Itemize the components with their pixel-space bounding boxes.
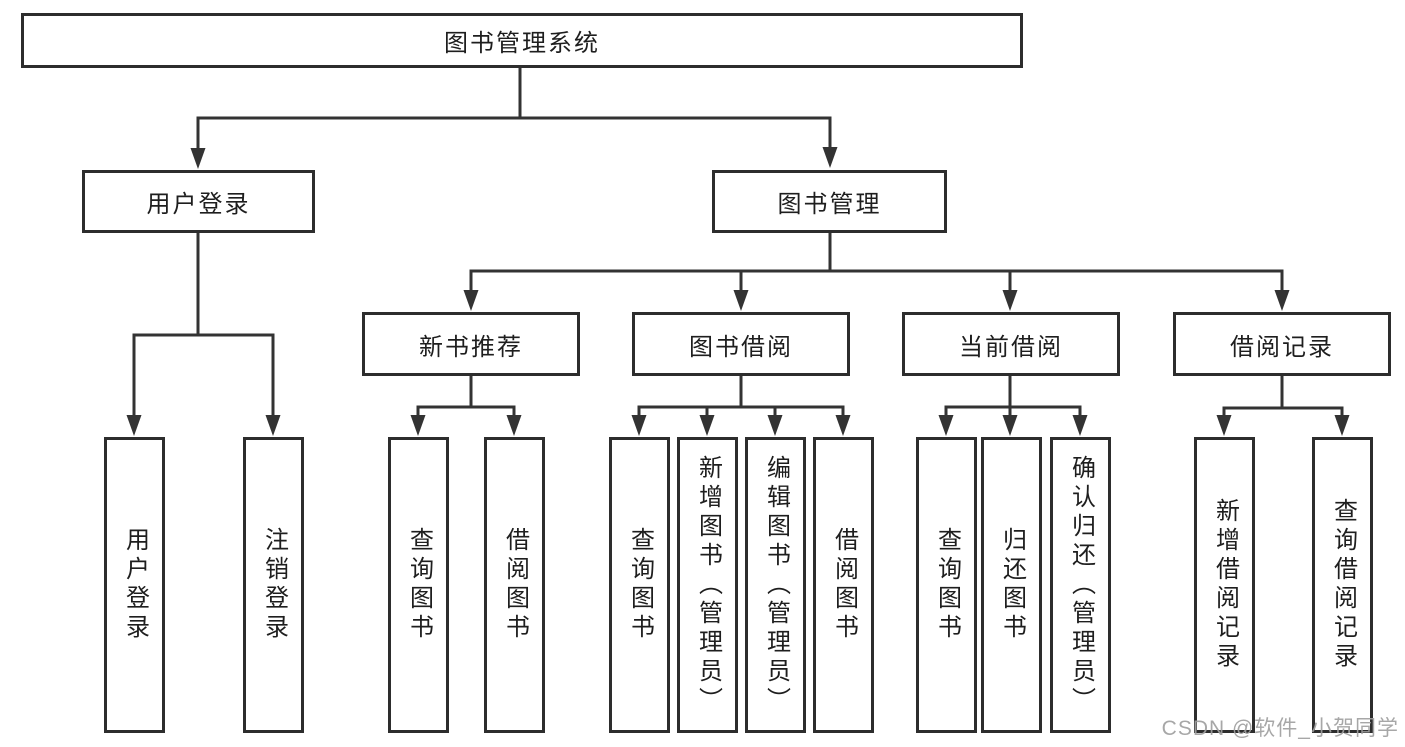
connector-currentborrow-to-leaves: [944, 374, 1082, 422]
connector-bookborrow-to-leaves: [637, 374, 845, 422]
leaf-add-books-admin: 新增图书（管理员）: [677, 437, 738, 733]
node-book-management: 图书管理: [712, 170, 947, 233]
leaf-user-login-label: 用户登录: [121, 527, 149, 643]
connector-bookmgmt-to-level3: [469, 231, 1284, 294]
arrowhead-icon: [1216, 415, 1232, 436]
arrowhead-icon: [1334, 415, 1350, 436]
leaf-query-books-borrowing: 查询图书: [609, 437, 670, 733]
arrowhead-icon: [1072, 415, 1088, 436]
arrowhead-icon: [190, 148, 206, 169]
node-book-borrowing: 图书借阅: [632, 312, 850, 376]
arrowhead-icon: [126, 415, 142, 436]
arrowhead-icon: [822, 147, 838, 168]
leaf-query-borrow-record: 查询借阅记录: [1312, 437, 1373, 733]
arrowhead-icon: [699, 415, 715, 436]
arrowhead-icon: [733, 290, 749, 311]
leaf-query-books-current: 查询图书: [916, 437, 977, 733]
node-current-borrowing: 当前借阅: [902, 312, 1120, 376]
leaf-edit-books-admin: 编辑图书（管理员）: [745, 437, 806, 733]
connector-records-to-leaves: [1222, 374, 1344, 422]
arrowhead-icon: [463, 290, 479, 311]
connector-userlogin-to-leaves: [132, 231, 275, 420]
arrowhead-icon: [938, 415, 954, 436]
leaf-edit-books-admin-label: 编辑图书（管理员）: [762, 454, 790, 716]
arrowhead-icon: [265, 415, 281, 436]
leaf-logout-login-label: 注销登录: [260, 527, 288, 643]
leaf-add-books-admin-label: 新增图书（管理员）: [694, 454, 722, 716]
leaf-borrow-books-recommend: 借阅图书: [484, 437, 545, 733]
arrowhead-icon: [1274, 290, 1290, 311]
leaf-confirm-return-admin: 确认归还（管理员）: [1050, 437, 1111, 733]
node-user-login: 用户登录: [82, 170, 315, 233]
connector-newbook-to-leaves: [416, 374, 516, 422]
leaf-borrow-books: 借阅图书: [813, 437, 874, 733]
leaf-query-borrow-record-label: 查询借阅记录: [1329, 498, 1357, 672]
leaf-query-books-current-label: 查询图书: [933, 527, 961, 643]
node-new-book-recommendation: 新书推荐: [362, 312, 580, 376]
leaf-logout-login: 注销登录: [243, 437, 304, 733]
leaf-confirm-return-admin-label: 确认归还（管理员）: [1067, 454, 1095, 716]
arrowhead-icon: [1002, 290, 1018, 311]
csdn-watermark: CSDN @软件_小贺同学: [1161, 717, 1399, 740]
node-root-system: 图书管理系统: [21, 13, 1023, 68]
arrowhead-icon: [1002, 415, 1018, 436]
leaf-query-books-recommend: 查询图书: [388, 437, 449, 733]
arrowhead-icon: [767, 415, 783, 436]
arrowhead-icon: [835, 415, 851, 436]
leaf-user-login: 用户登录: [104, 437, 165, 733]
leaf-add-borrow-record-label: 新增借阅记录: [1211, 498, 1239, 672]
leaf-query-books-recommend-label: 查询图书: [405, 527, 433, 643]
leaf-query-books-borrowing-label: 查询图书: [626, 527, 654, 643]
arrowhead-icon: [631, 415, 647, 436]
arrowhead-icon: [410, 415, 426, 436]
leaf-add-borrow-record: 新增借阅记录: [1194, 437, 1255, 733]
node-borrowing-records: 借阅记录: [1173, 312, 1391, 376]
leaf-return-books: 归还图书: [981, 437, 1042, 733]
leaf-borrow-books-label: 借阅图书: [830, 527, 858, 643]
connector-root-to-level2: [196, 66, 832, 150]
arrowhead-icon: [506, 415, 522, 436]
leaf-return-books-label: 归还图书: [998, 527, 1026, 643]
leaf-borrow-books-recommend-label: 借阅图书: [501, 527, 529, 643]
